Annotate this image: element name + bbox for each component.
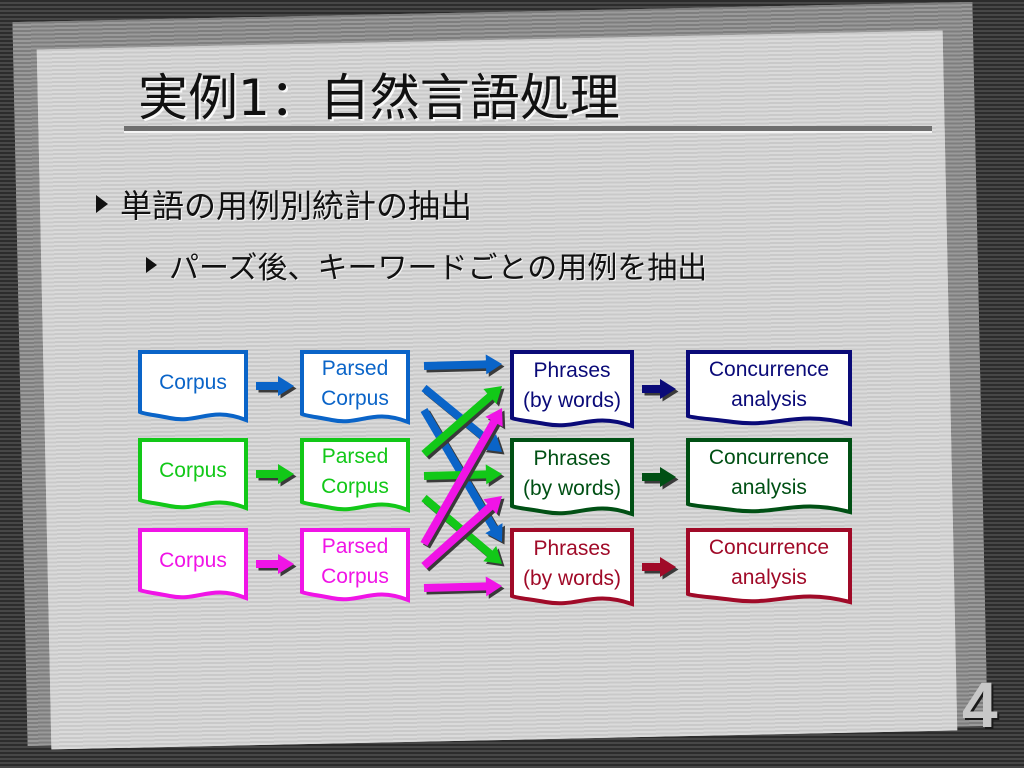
phrases-node-1: Phrases (by words) <box>510 350 634 429</box>
analysis-box-1 <box>686 350 852 427</box>
parsed-label-1-line1: Parsed <box>322 357 389 380</box>
arrow-phrases-to-analysis-2 <box>642 467 679 490</box>
arrow-parsed-2-to-phrases-1 <box>421 386 505 460</box>
parsed-label-3-line1: Parsed <box>322 535 389 558</box>
phrases-box-3 <box>510 528 634 607</box>
arrow-corpus-to-parsed-3 <box>256 554 297 577</box>
corpus-label-3-line1: Corpus <box>159 549 227 572</box>
corpus-node-1: Corpus <box>138 350 248 423</box>
analysis-node-2: Concurrence analysis <box>686 438 852 515</box>
parsed-box-3 <box>300 528 410 603</box>
analysis-label-3-line1: Concurrence <box>709 536 829 559</box>
node-layer: CorpusCorpusCorpusParsedCorpusParsedCorp… <box>138 350 852 607</box>
phrases-label-1-line2: (by words) <box>523 389 621 412</box>
analysis-node-1: Concurrence analysis <box>686 350 852 427</box>
parsed-label-2-line1: Parsed <box>322 445 389 468</box>
arrow-phrases-to-analysis-1 <box>642 379 679 402</box>
phrases-label-3-line1: Phrases <box>533 537 610 560</box>
phrases-box-2 <box>510 438 634 517</box>
analysis-label-1-line2: analysis <box>731 388 807 411</box>
bullet-item-1: 単語の用例別統計の抽出 <box>96 181 472 227</box>
corpus-node-2: Corpus <box>138 438 248 511</box>
corpus-box-2 <box>138 438 248 511</box>
analysis-label-3-line2: analysis <box>731 566 807 589</box>
analysis-box-3 <box>686 528 852 605</box>
corpus-box-3 <box>138 528 248 601</box>
parsed-box-2 <box>300 438 410 513</box>
parsed-label-2-line2: Corpus <box>321 475 389 498</box>
bullet-arrow-icon <box>146 257 157 273</box>
phrases-label-1-line1: Phrases <box>533 359 610 382</box>
corpus-label-1-line1: Corpus <box>159 371 227 394</box>
analysis-node-3: Concurrence analysis <box>686 528 852 605</box>
phrases-node-2: Phrases (by words) <box>510 438 634 517</box>
corpus-label-2-line1: Corpus <box>159 459 227 482</box>
analysis-label-2-line2: analysis <box>731 476 807 499</box>
phrases-label-3-line2: (by words) <box>523 567 621 590</box>
slide-title: 実例1：自然言語処理 <box>138 69 620 127</box>
page-number: 4 <box>962 669 998 741</box>
arrow-corpus-to-parsed-1 <box>256 376 297 399</box>
bullet-item-2: パーズ後、キーワードごとの用例を抽出 <box>146 243 707 287</box>
phrases-label-2-line2: (by words) <box>523 477 621 500</box>
bullet-text-2: パーズ後、キーワードごとの用例を抽出 <box>169 251 708 286</box>
phrases-box-1 <box>510 350 634 429</box>
corpus-node-3: Corpus <box>138 528 248 601</box>
parsed-label-3-line2: Corpus <box>321 565 389 588</box>
arrow-layer <box>256 354 679 599</box>
analysis-box-2 <box>686 438 852 515</box>
corpus-box-1 <box>138 350 248 423</box>
bullet-arrow-icon <box>96 195 108 213</box>
arrow-parsed-1-to-phrases-1 <box>423 354 505 377</box>
phrases-node-3: Phrases (by words) <box>510 528 634 607</box>
parsed-label-1-line2: Corpus <box>321 387 389 410</box>
analysis-label-2-line1: Concurrence <box>709 446 829 469</box>
parsed-box-1 <box>300 350 410 425</box>
analysis-label-1-line1: Concurrence <box>709 358 829 381</box>
pipeline-diagram: CorpusCorpusCorpusParsedCorpusParsedCorp… <box>138 350 852 607</box>
phrases-label-2-line1: Phrases <box>533 447 610 470</box>
arrow-parsed-3-to-phrases-3 <box>423 576 505 599</box>
arrow-corpus-to-parsed-2 <box>256 464 297 487</box>
arrow-parsed-3-to-phrases-2 <box>421 496 505 572</box>
title-underline <box>124 126 932 133</box>
arrow-phrases-to-analysis-3 <box>642 557 679 580</box>
bullet-text-1: 単語の用例別統計の抽出 <box>120 187 473 225</box>
arrow-parsed-3-to-phrases-1 <box>420 408 506 549</box>
